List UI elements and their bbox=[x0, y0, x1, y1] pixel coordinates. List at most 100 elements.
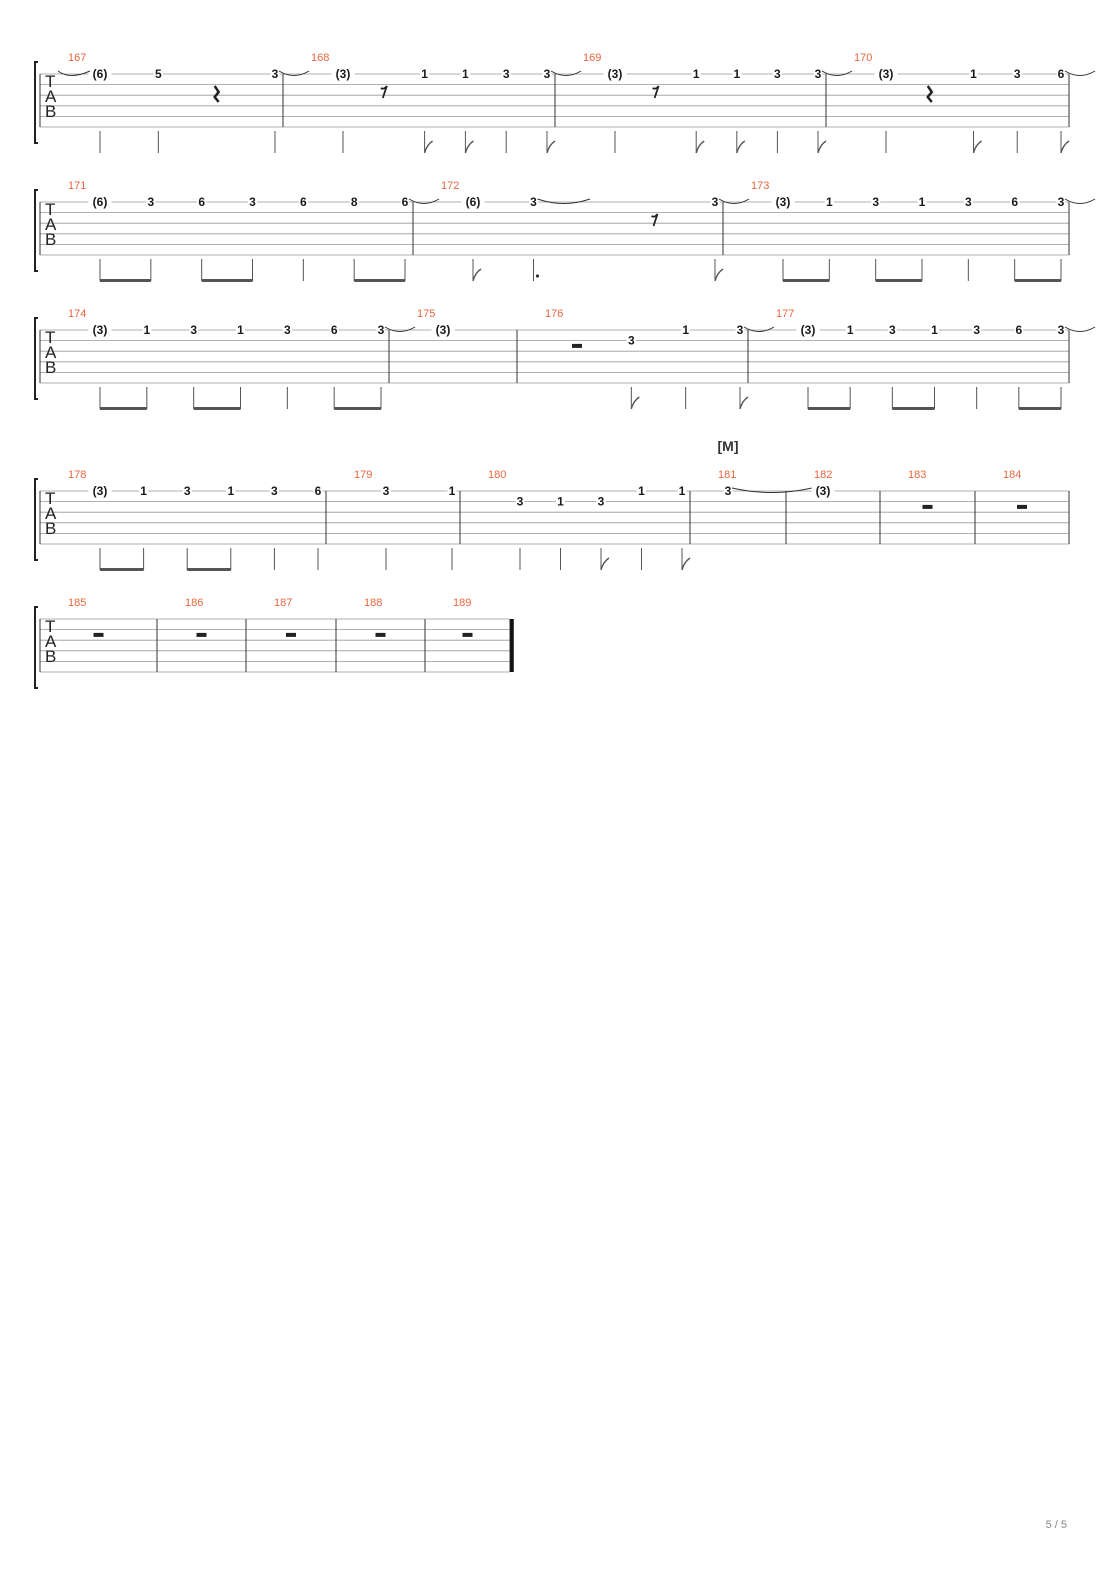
fret-number: 3 bbox=[249, 195, 256, 209]
tab-clef-letter: B bbox=[45, 358, 56, 377]
fret-background bbox=[1056, 68, 1066, 80]
fret-number: 3 bbox=[544, 67, 551, 81]
half-rest bbox=[196, 632, 207, 637]
eighth-flag bbox=[972, 140, 982, 154]
tab-clef-letter: B bbox=[45, 102, 56, 121]
tie-arc bbox=[731, 487, 813, 493]
tie-arc bbox=[57, 70, 91, 76]
fret-number: 1 bbox=[931, 323, 938, 337]
measure-number: 175 bbox=[417, 308, 435, 320]
fret-number: (3) bbox=[93, 484, 108, 498]
measure-number: 174 bbox=[68, 308, 86, 320]
eighth-flag bbox=[695, 140, 705, 154]
fret-background bbox=[501, 68, 511, 80]
fret-background bbox=[556, 495, 565, 508]
fret-number: 1 bbox=[227, 484, 234, 498]
half-rest bbox=[572, 343, 582, 348]
tie-arc bbox=[1064, 326, 1096, 332]
fret-background bbox=[226, 485, 236, 497]
fret-number: 3 bbox=[190, 323, 197, 337]
beam bbox=[808, 407, 851, 410]
fret-number: 3 bbox=[725, 484, 732, 498]
fret-background bbox=[182, 485, 192, 497]
tab-clef-letter: A bbox=[45, 343, 57, 362]
fret-background bbox=[298, 196, 308, 208]
eighth-flag bbox=[546, 140, 556, 154]
dot bbox=[535, 274, 540, 278]
tie-arc bbox=[550, 70, 582, 76]
fret-background bbox=[871, 196, 881, 208]
system-bracket bbox=[34, 606, 38, 689]
fret-number: 3 bbox=[530, 195, 537, 209]
beam bbox=[100, 279, 151, 282]
half-rest bbox=[286, 632, 296, 637]
measure-number: 173 bbox=[751, 180, 769, 192]
measure-number: 172 bbox=[441, 180, 459, 192]
system-bracket bbox=[34, 61, 38, 144]
fret-background bbox=[771, 196, 795, 208]
fret-number: (3) bbox=[801, 323, 816, 337]
measure-number: 185 bbox=[68, 597, 86, 609]
beam bbox=[892, 407, 935, 410]
tab-clef-letter: T bbox=[45, 489, 55, 508]
eighth-flag bbox=[464, 140, 474, 154]
fret-number: 3 bbox=[503, 67, 510, 81]
fret-number: 6 bbox=[331, 323, 338, 337]
fret-number: 3 bbox=[517, 495, 524, 509]
fret-background bbox=[969, 68, 978, 80]
measure-number: 188 bbox=[364, 597, 382, 609]
fret-number: 3 bbox=[1014, 67, 1021, 81]
fret-background bbox=[1014, 324, 1024, 336]
page-number: 5 / 5 bbox=[1045, 1519, 1067, 1531]
fret-background bbox=[153, 68, 163, 80]
fret-background bbox=[824, 196, 834, 208]
tab-clef-letter: T bbox=[45, 328, 55, 347]
fret-background bbox=[735, 324, 745, 336]
fret-background bbox=[637, 485, 646, 497]
tie-arc bbox=[1064, 70, 1096, 76]
tab-clef-letter: B bbox=[45, 230, 56, 249]
tie-arc bbox=[821, 70, 853, 76]
fret-number: (3) bbox=[336, 67, 351, 81]
fret-number: 6 bbox=[315, 484, 322, 498]
fret-number: 3 bbox=[815, 67, 822, 81]
fret-background bbox=[88, 196, 112, 208]
tab-clef-letter: T bbox=[45, 72, 55, 91]
fret-number: 3 bbox=[284, 323, 291, 337]
fret-number: (6) bbox=[466, 195, 481, 209]
beam bbox=[1014, 279, 1061, 282]
tab-clef-letter: T bbox=[45, 200, 55, 219]
fret-background bbox=[772, 68, 782, 80]
fret-background bbox=[874, 68, 898, 80]
fret-background bbox=[381, 485, 391, 497]
fret-number: 1 bbox=[682, 323, 689, 337]
beam bbox=[201, 279, 253, 282]
fret-background bbox=[596, 495, 606, 508]
fret-background bbox=[542, 68, 552, 80]
fret-number: (6) bbox=[93, 67, 108, 81]
fret-number: (3) bbox=[879, 67, 894, 81]
eighth-flag bbox=[714, 268, 724, 282]
fret-number: 1 bbox=[970, 67, 977, 81]
fret-background bbox=[88, 485, 112, 497]
measure-number: 177 bbox=[776, 308, 794, 320]
system-bracket bbox=[34, 189, 38, 272]
fret-background bbox=[930, 324, 939, 336]
tie-arc bbox=[1064, 198, 1096, 204]
fret-number: 1 bbox=[733, 67, 740, 81]
fret-number: 3 bbox=[184, 484, 191, 498]
tie-arc bbox=[537, 198, 591, 204]
fret-number: 3 bbox=[598, 495, 605, 509]
half-rest bbox=[462, 632, 473, 637]
beam bbox=[875, 279, 922, 282]
fret-number: 3 bbox=[628, 334, 635, 348]
tab-clef-letter: A bbox=[45, 632, 57, 651]
fret-number: 3 bbox=[872, 195, 879, 209]
fret-background bbox=[460, 68, 470, 80]
fret-number: 1 bbox=[237, 323, 244, 337]
measure-number: 189 bbox=[453, 597, 471, 609]
tab-clef-letter: A bbox=[45, 87, 57, 106]
fret-number: 3 bbox=[774, 67, 781, 81]
tie-arc bbox=[278, 70, 310, 76]
measure-number: 180 bbox=[488, 469, 506, 481]
